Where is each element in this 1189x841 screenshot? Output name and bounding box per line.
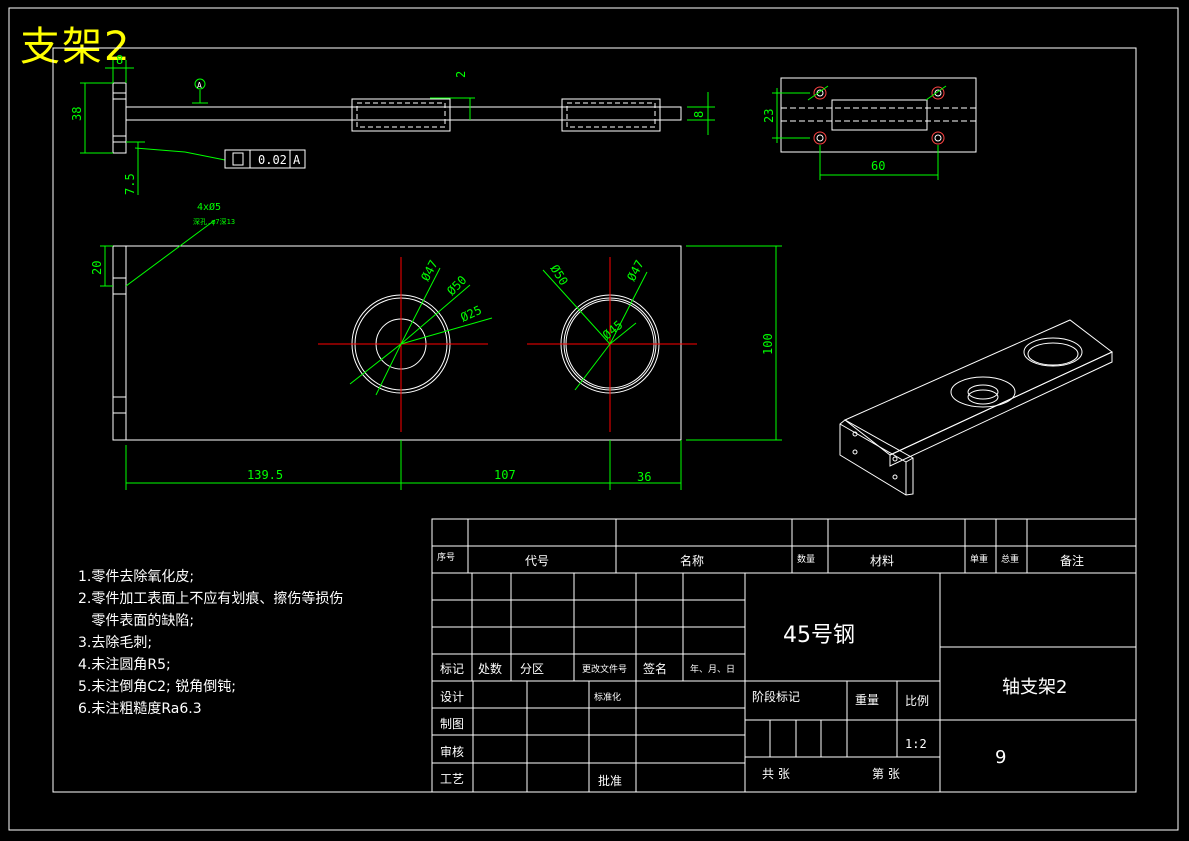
standard-label: 标准化 bbox=[594, 693, 622, 703]
note-line: 4.未注圆角R5; bbox=[78, 657, 171, 673]
dim-label: Ø50 bbox=[444, 273, 469, 298]
approve-label: 批准 bbox=[598, 774, 623, 788]
part-name: 轴支架2 bbox=[1002, 677, 1068, 698]
rev-zone: 分区 bbox=[520, 662, 545, 676]
rev-sign: 签名 bbox=[643, 662, 668, 676]
sheet-number: 9 bbox=[995, 747, 1007, 768]
dim-label: 100 bbox=[761, 333, 775, 355]
datum-ref: A bbox=[293, 153, 301, 167]
dim-label: 23 bbox=[762, 109, 776, 123]
note-line: 2.零件加工表面上不应有划痕、擦伤等损伤 bbox=[78, 591, 344, 607]
rev-doc: 更改文件号 bbox=[582, 665, 628, 675]
stage-label: 阶段标记 bbox=[752, 690, 801, 704]
note-line: 3.去除毛刺; bbox=[78, 635, 153, 651]
datum-symbol-label: A bbox=[197, 81, 202, 90]
dim-label: 38 bbox=[70, 107, 84, 121]
header-total-weight: 总重 bbox=[1001, 555, 1020, 565]
dim-label: 8 bbox=[692, 111, 706, 118]
review-label: 审核 bbox=[440, 745, 465, 759]
dim-label: 60 bbox=[871, 159, 885, 173]
material-value: 45号钢 bbox=[783, 623, 855, 648]
sheet-label: 第 张 bbox=[872, 767, 900, 781]
note-line: 5.未注倒角C2; 锐角倒钝; bbox=[78, 679, 236, 695]
top-view bbox=[780, 77, 977, 153]
dim-label: 8 bbox=[116, 53, 123, 67]
note-line: 零件表面的缺陷; bbox=[78, 613, 195, 629]
header-name: 名称 bbox=[680, 554, 705, 568]
outer-border bbox=[8, 7, 1179, 831]
drafting-label: 制图 bbox=[440, 717, 465, 731]
header-remark: 备注 bbox=[1060, 554, 1085, 568]
dim-label: 36 bbox=[637, 470, 651, 484]
hole-note-sub: 深孔,φ7深13 bbox=[193, 217, 235, 226]
rev-date: 年、月、日 bbox=[690, 665, 736, 675]
title-block-grid bbox=[431, 518, 1137, 793]
tolerance-value: 0.02 bbox=[258, 153, 287, 167]
rev-count: 处数 bbox=[478, 662, 503, 676]
total-sheets: 共 张 bbox=[762, 767, 790, 781]
front-view-dims bbox=[100, 219, 782, 490]
side-view-dims bbox=[80, 60, 715, 195]
scale-label: 比例 bbox=[905, 694, 930, 708]
process-label: 工艺 bbox=[440, 772, 465, 786]
side-view bbox=[112, 82, 682, 154]
top-view-dim-labels: 23 60 bbox=[762, 109, 885, 173]
header-seq: 序号 bbox=[437, 553, 456, 563]
header-unit-weight: 单重 bbox=[970, 555, 989, 565]
side-view-dim-labels: 38 8 2 8 7.5 0.02 A A 4xØ5 深孔,φ7深13 bbox=[70, 53, 706, 226]
front-view bbox=[112, 245, 682, 441]
weight-label: 重量 bbox=[855, 693, 880, 707]
dim-label: 107 bbox=[494, 468, 516, 482]
hole-note: 4xØ5 bbox=[197, 201, 221, 213]
top-view-dims bbox=[772, 85, 947, 180]
scale-value: 1:2 bbox=[905, 737, 927, 751]
dim-label: 7.5 bbox=[123, 173, 137, 195]
design-label: 设计 bbox=[440, 690, 465, 704]
tolerance-frame bbox=[224, 149, 306, 169]
header-code: 代号 bbox=[525, 554, 550, 568]
dim-label: Ø50 bbox=[547, 262, 570, 288]
rev-mark: 标记 bbox=[440, 662, 465, 676]
note-line: 6.未注粗糙度Ra6.3 bbox=[78, 701, 202, 717]
front-view-dim-labels: Ø47 Ø50 Ø25 Ø50 Ø47 Ø45 20 100 139.5 107… bbox=[90, 258, 775, 484]
dim-label: 139.5 bbox=[247, 468, 283, 482]
dim-label: 20 bbox=[90, 261, 104, 275]
drawing-title: 支架2 bbox=[20, 24, 132, 70]
isometric-view bbox=[839, 319, 1113, 496]
header-material: 材料 bbox=[870, 554, 895, 568]
dim-label: 2 bbox=[454, 71, 468, 78]
center-lines bbox=[318, 257, 697, 432]
dim-label: Ø47 bbox=[418, 258, 441, 284]
note-line: 1.零件去除氧化皮; bbox=[78, 569, 195, 585]
header-qty: 数量 bbox=[797, 555, 816, 565]
technical-notes: 1.零件去除氧化皮; 2.零件加工表面上不应有划痕、擦伤等损伤 零件表面的缺陷;… bbox=[78, 566, 343, 720]
